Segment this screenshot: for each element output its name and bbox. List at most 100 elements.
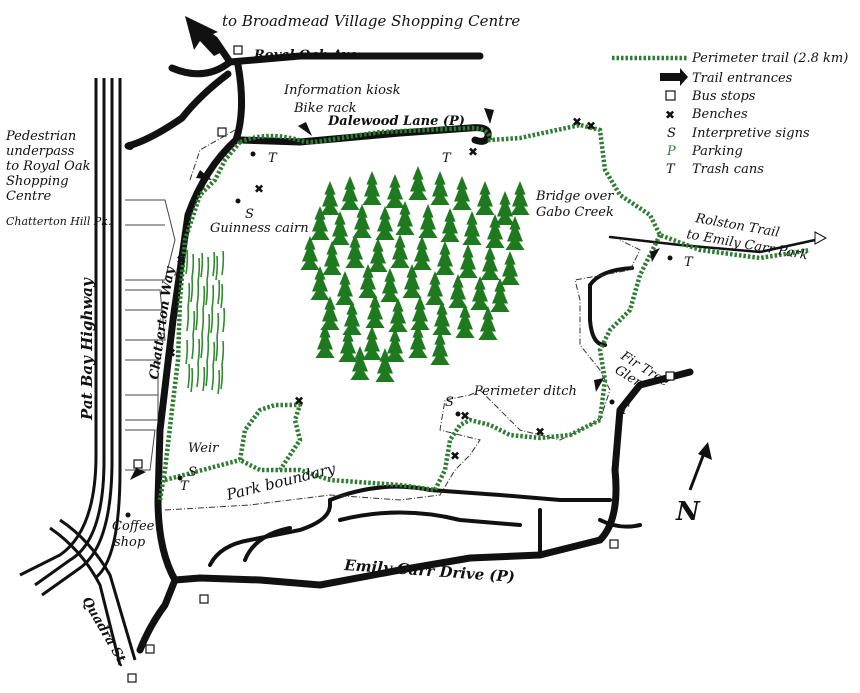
conifer-tree-icon [358, 264, 378, 298]
conifer-tree-icon [435, 241, 455, 275]
reed-icon [205, 361, 209, 387]
pedestrian-underpass-label: Pedestrian underpass to Royal Oak Shoppi… [5, 129, 91, 204]
legend-perimeter: Perimeter trail (2.8 km) [691, 51, 848, 66]
conifer-tree-icon [365, 294, 385, 328]
svg-text:S: S [245, 207, 254, 222]
conifer-tree-icon [408, 166, 428, 200]
bus-stop-icon [665, 371, 675, 381]
bridge-label-2: Gabo Creek [536, 205, 614, 220]
conifer-tree-icon [352, 204, 372, 238]
legend-bus-icon [665, 90, 676, 101]
svg-text:underpass: underpass [6, 144, 75, 159]
bench-marker: ✖ [450, 449, 460, 463]
reed-icon [192, 310, 196, 336]
svg-text:to Royal Oak: to Royal Oak [6, 159, 91, 174]
map-symbols: T S T T S T S T [180, 151, 694, 494]
reed-icon [211, 284, 215, 310]
dalewood-label: Dalewood Lane (P) [327, 114, 465, 129]
conifer-tree-icon [452, 176, 472, 210]
conifer-tree-icon [402, 264, 422, 298]
conifer-tree-icon [462, 211, 482, 245]
bench-marker: ✖ [294, 394, 304, 408]
bike-rack-label: Bike rack [293, 101, 357, 116]
svg-text:Shopping: Shopping [6, 174, 69, 189]
conifer-tree-icon [380, 268, 400, 302]
conifer-tree-icon [362, 326, 382, 360]
bus-stops [127, 45, 675, 683]
info-kiosk-label: Information kiosk [283, 83, 401, 98]
reed-icon [196, 281, 200, 307]
bus-stop-icon [217, 127, 227, 137]
conifer-tree-icon [385, 328, 405, 362]
coffee-label-1: Coffee [112, 519, 155, 534]
rolston-arrow-icon [814, 231, 828, 245]
legend: Perimeter trail (2.8 km) Trail entrances… [612, 51, 848, 177]
reed-icon [187, 363, 191, 389]
perimeter-trail [157, 122, 811, 501]
legend-sign-symbol: S [667, 126, 676, 141]
svg-text:T: T [180, 479, 190, 494]
reed-icon [190, 367, 194, 393]
conifer-tree-icon [440, 208, 460, 242]
conifer-tree-icon [368, 238, 388, 272]
reed-icon [206, 256, 210, 282]
reed-icon [201, 309, 205, 335]
conifer-tree-icon [495, 191, 515, 225]
bench-marker: ✖ [586, 119, 596, 133]
legend-entrances: Trail entrances [692, 71, 793, 86]
conifer-tree-icon [388, 298, 408, 332]
reed-icon [221, 250, 225, 276]
entrance-arrow [298, 122, 312, 136]
reed-icon [195, 305, 199, 331]
reed-icon [221, 340, 225, 366]
bench-marker: ✖ [535, 425, 545, 439]
conifer-tree-icon [470, 276, 490, 310]
conifer-tree-icon [342, 301, 362, 335]
conifer-tree-icon [375, 206, 395, 240]
bench-marker: ✖ [468, 145, 478, 159]
reed-icon [200, 333, 204, 359]
forest [300, 166, 530, 382]
reed-icon [222, 307, 226, 333]
conifer-tree-icon [432, 301, 452, 335]
perimeter-ditch-label: Perimeter ditch [473, 384, 577, 399]
conifer-tree-icon [350, 346, 370, 380]
conifer-tree-icon [320, 181, 340, 215]
svg-text:Centre: Centre [6, 189, 51, 204]
conifer-tree-icon [315, 324, 335, 358]
svg-text:T: T [684, 255, 694, 270]
reed-icon [185, 249, 189, 275]
conifer-tree-icon [338, 328, 358, 362]
reed-icon [216, 312, 220, 338]
entrance-arrow [484, 108, 494, 124]
conifer-tree-icon [362, 171, 382, 205]
map-dots [125, 142, 673, 518]
entrance-arrow [196, 170, 212, 180]
bench-marker: ✖ [572, 115, 582, 129]
park-boundary-north [189, 129, 236, 181]
conifer-tree-icon [458, 244, 478, 278]
reed-icon [212, 341, 216, 367]
bus-stop-icon [133, 459, 143, 469]
park-boundary-line [164, 239, 641, 511]
svg-text:T: T [268, 151, 278, 166]
conifer-tree-icon [375, 348, 395, 382]
conifer-tree-icon [480, 246, 500, 280]
conifer-tree-icon [448, 274, 468, 308]
bus-stop-icon [127, 673, 137, 683]
legend-parking-symbol: P [666, 144, 676, 159]
coffee-label-2: shop [114, 535, 146, 550]
svg-text:S: S [188, 465, 197, 480]
conifer-tree-icon [455, 304, 475, 338]
reed-icon [207, 313, 211, 339]
conifer-tree-icon [505, 216, 525, 250]
reed-icon [197, 338, 201, 364]
conifer-tree-icon [412, 236, 432, 270]
svg-text:Pedestrian: Pedestrian [5, 129, 76, 144]
reed-icon [220, 283, 224, 309]
legend-bus: Bus stops [691, 89, 756, 104]
reed-icon [190, 277, 194, 303]
svg-text:S: S [445, 395, 454, 410]
conifer-tree-icon [310, 266, 330, 300]
